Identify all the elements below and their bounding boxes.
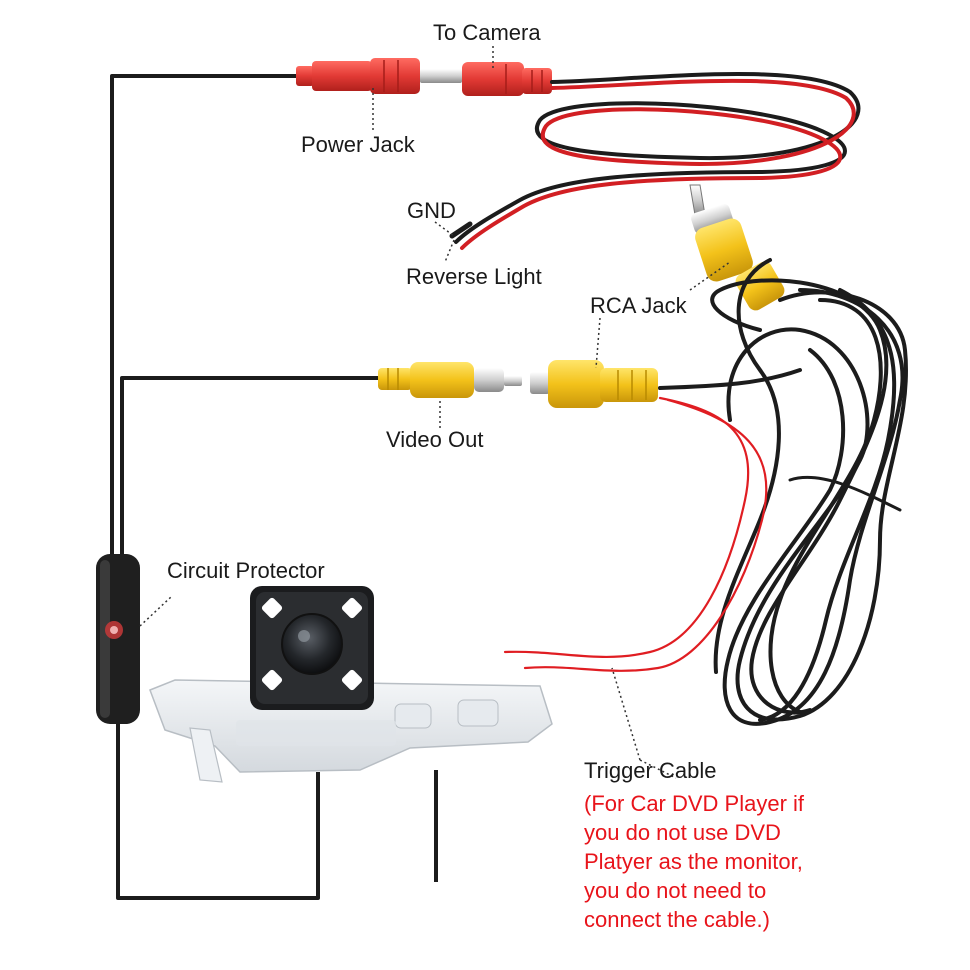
trigger-note: (For Car DVD Player if you do not use DV… <box>584 789 804 934</box>
main-cable <box>110 74 380 900</box>
camera-head <box>250 586 374 710</box>
label-gnd: GND <box>407 198 456 223</box>
label-reverse-light: Reverse Light <box>406 264 542 289</box>
label-circuit-protector: Circuit Protector <box>167 558 325 583</box>
label-power-jack: Power Jack <box>301 132 415 157</box>
trigger-note-line: you do not use DVD <box>584 820 781 845</box>
leader-lines <box>139 46 731 779</box>
camera-power-connector <box>462 62 552 96</box>
trigger-note-line: Platyer as the monitor, <box>584 849 803 874</box>
trigger-note-line: you do not need to <box>584 878 767 903</box>
trigger-note-line: connect the cable.) <box>584 907 770 932</box>
label-to-camera: To Camera <box>433 20 541 45</box>
label-rca-jack: RCA Jack <box>590 293 687 318</box>
trigger-note-line: (For Car DVD Player if <box>584 791 805 816</box>
power-jack-connector <box>296 58 462 94</box>
camera-bracket <box>149 679 553 783</box>
video-cable-coil <box>658 258 908 726</box>
label-video-out: Video Out <box>386 427 484 452</box>
trigger-wire <box>503 396 768 672</box>
rca-plug-vertical <box>689 184 785 311</box>
video-out-connector <box>378 362 522 398</box>
power-cable-coil <box>449 72 861 250</box>
circuit-protector <box>96 554 140 724</box>
rca-jack-connector <box>530 360 658 408</box>
label-trigger-cable: Trigger Cable <box>584 758 717 783</box>
